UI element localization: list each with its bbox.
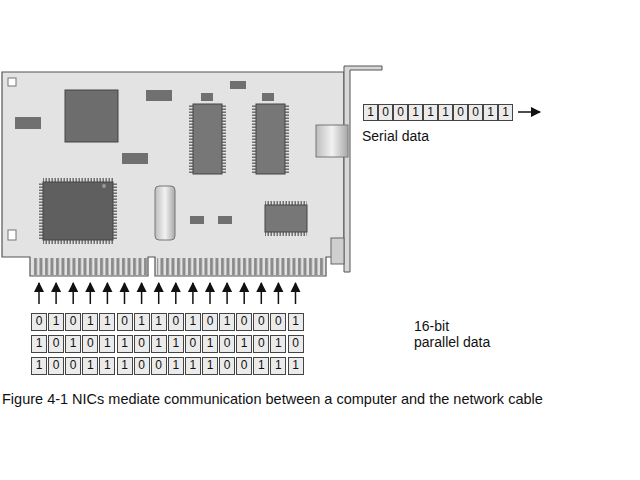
parallel-bit: 1 [253, 357, 269, 375]
parallel-bit: 0 [151, 357, 167, 375]
parallel-bit: 0 [236, 357, 252, 375]
parallel-bit: 0 [202, 313, 218, 331]
parallel-bit: 1 [270, 357, 286, 375]
parallel-bit: 0 [65, 357, 81, 375]
parallel-bit: 1 [168, 335, 184, 353]
parallel-bit: 1 [270, 335, 286, 353]
parallel-bit: 0 [236, 313, 252, 331]
parallel-bit: 1 [185, 357, 201, 375]
parallel-bit: 1 [151, 335, 167, 353]
parallel-bit: 1 [288, 313, 304, 331]
serial-bit: 1 [498, 104, 513, 121]
parallel-arrow [209, 283, 211, 304]
parallel-bit: 1 [151, 313, 167, 331]
parallel-bit: 1 [202, 335, 218, 353]
parallel-bit: 0 [253, 313, 269, 331]
parallel-bit: 1 [185, 313, 201, 331]
parallel-bit: 1 [288, 357, 304, 375]
parallel-bit: 0 [288, 335, 304, 353]
parallel-bit: 0 [219, 357, 235, 375]
serial-bit: 1 [483, 104, 498, 121]
serial-bit: 0 [468, 104, 483, 121]
parallel-bit: 0 [219, 335, 235, 353]
parallel-bit: 1 [65, 335, 81, 353]
serial-data-label: Serial data [362, 128, 482, 144]
parallel-arrow [295, 283, 297, 304]
parallel-arrow [107, 283, 109, 304]
parallel-arrow [278, 283, 280, 304]
serial-bit: 0 [393, 104, 408, 121]
parallel-arrow [72, 283, 74, 304]
parallel-bit: 1 [219, 313, 235, 331]
parallel-arrow [55, 283, 57, 304]
parallel-bit: 1 [236, 335, 252, 353]
serial-bit: 0 [378, 104, 393, 121]
circuit-board [2, 72, 344, 276]
parallel-bit: 0 [253, 335, 269, 353]
parallel-bit: 1 [202, 357, 218, 375]
parallel-arrow [261, 283, 263, 304]
data-arrows [39, 112, 540, 304]
parallel-bit: 1 [99, 357, 115, 375]
parallel-bit: 1 [31, 357, 47, 375]
parallel-bit: 1 [168, 357, 184, 375]
parallel-bit: 1 [99, 335, 115, 353]
chips [15, 81, 348, 244]
serial-bit: 0 [453, 104, 468, 121]
parallel-bit: 0 [48, 357, 64, 375]
parallel-bit: 0 [185, 335, 201, 353]
parallel-arrow [226, 283, 228, 304]
parallel-arrow [175, 283, 177, 304]
parallel-bit: 0 [48, 335, 64, 353]
parallel-arrow [124, 283, 126, 304]
parallel-bit: 0 [82, 335, 98, 353]
serial-bit: 1 [423, 104, 438, 121]
serial-bit: 1 [363, 104, 378, 121]
parallel-arrow [243, 283, 245, 304]
parallel-bit: 1 [31, 335, 47, 353]
parallel-data-label: 16-bit parallel data [414, 318, 494, 350]
parallel-bit: 0 [31, 313, 47, 331]
parallel-arrow [90, 283, 92, 304]
parallel-bit: 1 [117, 335, 133, 353]
parallel-bit: 0 [134, 357, 150, 375]
parallel-bit: 1 [99, 313, 115, 331]
parallel-bit: 0 [134, 335, 150, 353]
parallel-arrow [38, 283, 40, 304]
parallel-arrow [192, 283, 194, 304]
figure-caption: Figure 4-1 NICs mediate communication be… [2, 391, 543, 407]
mounting-bracket [331, 66, 382, 272]
serial-bit: 1 [438, 104, 453, 121]
parallel-bit: 0 [168, 313, 184, 331]
parallel-bit: 0 [117, 313, 133, 331]
parallel-bit: 0 [65, 313, 81, 331]
parallel-bit: 1 [48, 313, 64, 331]
parallel-arrow [158, 283, 160, 304]
parallel-arrow [141, 283, 143, 304]
parallel-bit: 0 [270, 313, 286, 331]
parallel-bit: 1 [134, 313, 150, 331]
parallel-bit: 1 [82, 357, 98, 375]
parallel-bit: 1 [117, 357, 133, 375]
parallel-bit: 1 [82, 313, 98, 331]
serial-bit: 1 [408, 104, 423, 121]
